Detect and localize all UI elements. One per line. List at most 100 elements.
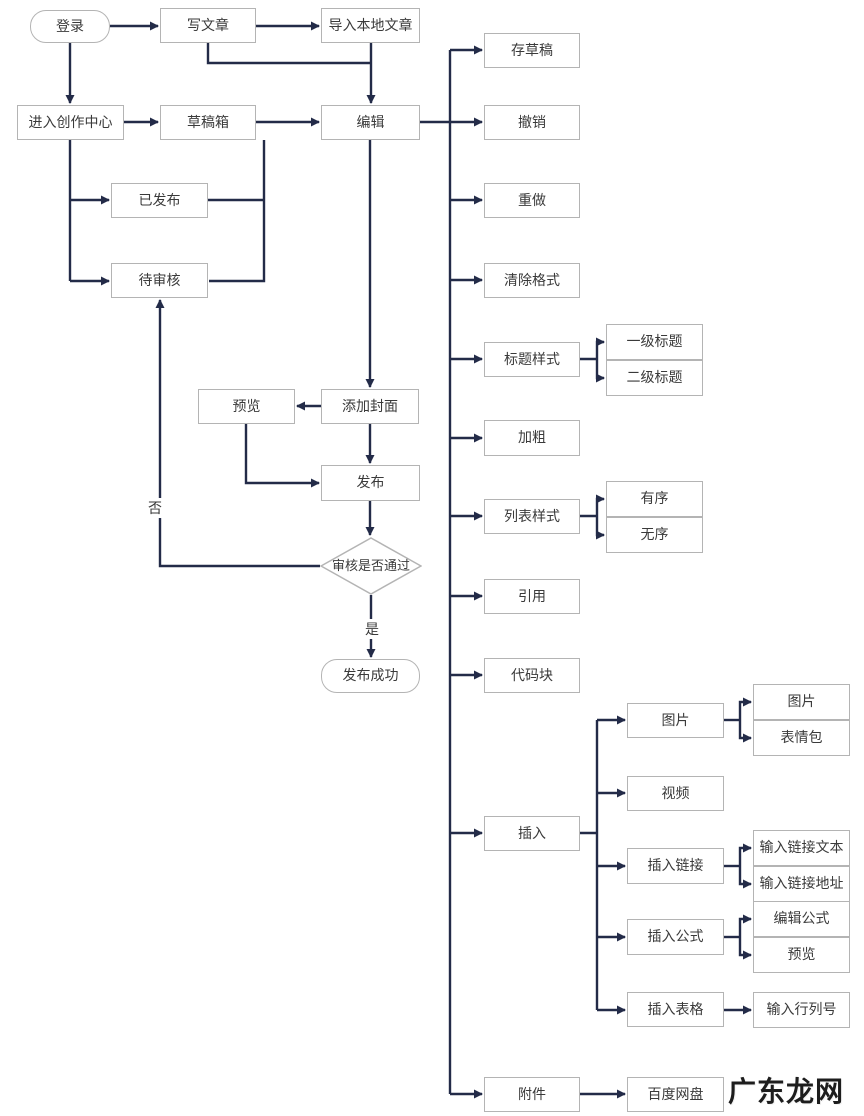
- node-label: 图片: [661, 711, 690, 728]
- node-label: 待审核: [138, 271, 181, 288]
- node-label: 预览: [232, 397, 261, 414]
- flow-connector: [595, 359, 605, 383]
- node-heading-2: 二级标题: [606, 360, 703, 396]
- flow-connector: [738, 866, 752, 889]
- node-label: 输入行列号: [766, 1001, 837, 1018]
- node-attachment: 附件: [484, 1077, 580, 1112]
- node-label: 草稿箱: [187, 113, 229, 130]
- node-add-cover: 添加封面: [321, 389, 419, 424]
- node-label: 二级标题: [626, 369, 683, 386]
- edge-label-yes: 是: [363, 619, 381, 639]
- node-enter-creation-center: 进入创作中心: [17, 105, 124, 140]
- node-review-decision: 审核是否通过: [320, 537, 422, 595]
- node-insert-link: 插入链接: [627, 848, 724, 884]
- node-unordered-list: 无序: [606, 517, 703, 553]
- node-label: 发布成功: [342, 667, 399, 684]
- node-login: 登录: [30, 10, 110, 43]
- node-label: 登录: [56, 17, 84, 34]
- flow-connector: [738, 937, 752, 960]
- node-label: 导入本地文章: [328, 16, 413, 33]
- node-formula-preview: 预览: [753, 937, 850, 973]
- node-quote: 引用: [484, 579, 580, 614]
- node-label: 编辑公式: [773, 910, 830, 927]
- node-published: 已发布: [111, 183, 208, 218]
- node-label: 附件: [518, 1085, 546, 1102]
- node-preview: 预览: [198, 389, 295, 424]
- node-label: 重做: [518, 191, 546, 208]
- node-list-style: 列表样式: [484, 499, 580, 534]
- node-redo: 重做: [484, 183, 580, 218]
- node-label: 一级标题: [626, 333, 683, 350]
- node-baidu-netdisk: 百度网盘: [627, 1077, 724, 1112]
- node-label: 有序: [640, 490, 669, 507]
- node-insert: 插入: [484, 816, 580, 851]
- node-label: 添加封面: [342, 397, 398, 414]
- node-edit: 编辑: [321, 105, 420, 140]
- node-undo: 撤销: [484, 105, 580, 140]
- node-pending-review: 待审核: [111, 263, 208, 298]
- node-ordered-list: 有序: [606, 481, 703, 517]
- node-insert-formula: 插入公式: [627, 919, 724, 955]
- node-label: 加粗: [518, 429, 546, 446]
- node-label: 编辑: [356, 113, 385, 130]
- diamond-shape: [320, 537, 422, 595]
- node-label: 已发布: [138, 191, 181, 208]
- node-label: 列表样式: [504, 507, 560, 524]
- flow-connector: [738, 914, 752, 937]
- node-label: 清除格式: [504, 271, 560, 288]
- node-clear-format: 清除格式: [484, 263, 580, 298]
- flow-connector: [206, 43, 371, 65]
- node-label: 输入链接文本: [759, 839, 844, 856]
- flow-connector: [738, 720, 752, 743]
- node-edit-formula: 编辑公式: [753, 901, 850, 937]
- node-label: 视频: [661, 784, 690, 801]
- node-import-local-article: 导入本地文章: [321, 8, 420, 43]
- flow-connector: [155, 299, 320, 568]
- node-publish-success: 发布成功: [321, 659, 420, 693]
- node-publish: 发布: [321, 465, 420, 501]
- node-label: 撤销: [518, 113, 546, 130]
- node-link-text-input: 输入链接文本: [753, 830, 850, 866]
- flow-connector: [595, 494, 605, 516]
- node-video: 视频: [627, 776, 724, 811]
- node-heading-1: 一级标题: [606, 324, 703, 360]
- node-label: 引用: [518, 587, 546, 604]
- node-label: 插入链接: [647, 857, 704, 874]
- node-sticker-pack: 表情包: [753, 720, 850, 756]
- node-label: 插入表格: [647, 1000, 704, 1017]
- edge-label-no: 否: [146, 498, 164, 518]
- flow-connector: [595, 516, 605, 540]
- node-heading-style: 标题样式: [484, 342, 580, 377]
- flow-connector: [738, 843, 752, 866]
- node-insert-table: 插入表格: [627, 992, 724, 1027]
- flow-connector: [595, 337, 605, 359]
- node-bold: 加粗: [484, 420, 580, 456]
- node-row-col-input: 输入行列号: [753, 992, 850, 1028]
- node-label: 插入公式: [647, 928, 704, 945]
- node-save-draft: 存草稿: [484, 33, 580, 68]
- node-label: 图片: [787, 693, 816, 710]
- node-label: 存草稿: [511, 41, 553, 58]
- flow-connector: [209, 140, 266, 283]
- watermark-logo: 广东龙网: [728, 1075, 845, 1108]
- node-link-url-input: 输入链接地址: [753, 866, 850, 902]
- node-label: 预览: [787, 946, 816, 963]
- node-label: 标题样式: [504, 350, 560, 367]
- node-label: 无序: [640, 526, 669, 543]
- node-label: 写文章: [187, 16, 229, 33]
- node-label: 插入: [518, 824, 546, 841]
- node-image-menu: 图片: [627, 703, 724, 738]
- node-label: 代码块: [511, 666, 553, 683]
- node-label: 进入创作中心: [28, 113, 113, 130]
- flow-connector: [244, 424, 320, 488]
- node-label: 发布: [356, 474, 385, 491]
- node-image-item: 图片: [753, 684, 850, 720]
- node-write-article: 写文章: [160, 8, 256, 43]
- node-label: 百度网盘: [647, 1085, 704, 1102]
- flow-connector: [738, 697, 752, 720]
- node-label: 审核是否通过: [331, 557, 410, 573]
- node-label: 表情包: [780, 729, 823, 746]
- node-label: 输入链接地址: [759, 875, 844, 892]
